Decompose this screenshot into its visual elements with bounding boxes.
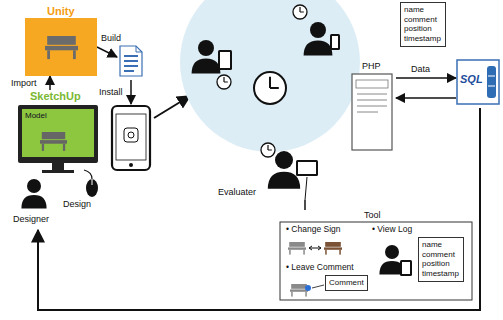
data-return-arrow bbox=[396, 97, 456, 99]
tablet-leader bbox=[305, 177, 307, 200]
build-arrow bbox=[97, 47, 117, 57]
php-server-document: PHP bbox=[348, 60, 396, 152]
comment-callout: Comment bbox=[325, 275, 368, 291]
edge-label: Import bbox=[10, 78, 38, 88]
build-label: Build bbox=[100, 33, 122, 43]
install-arrow bbox=[130, 80, 132, 104]
sql-database-icon: SQL bbox=[456, 56, 500, 108]
log-record-box: name comment position timestamp bbox=[418, 237, 464, 282]
import-arrow bbox=[49, 76, 51, 90]
data-send-arrow bbox=[396, 77, 456, 79]
node-title: name comment position timestamp bbox=[404, 5, 442, 43]
node-title: Evaluater bbox=[218, 187, 256, 197]
smartphone-icon bbox=[112, 106, 150, 170]
node-title: name comment position timestamp bbox=[422, 240, 460, 278]
node-text: • Change Sign bbox=[286, 225, 341, 235]
design-label: Design bbox=[62, 199, 92, 209]
designer-label: Designer bbox=[12, 214, 50, 224]
edge-label: Data bbox=[410, 64, 431, 74]
tool-panel: Tool • Change Sign • View Log • Leave Comme… bbox=[280, 210, 472, 300]
distribute-arrow bbox=[154, 96, 190, 118]
node-title: SketchUp bbox=[30, 90, 81, 103]
php-server-document-drawing bbox=[348, 60, 396, 152]
node-title: Tool bbox=[364, 210, 381, 220]
build-document-icon bbox=[120, 46, 142, 76]
node-title: SQL bbox=[460, 73, 483, 86]
node-text: • View Log bbox=[372, 225, 412, 235]
evaluation-area-circle-drawing bbox=[178, 0, 362, 200]
node-title: Unity bbox=[47, 5, 75, 18]
tool-callout-line bbox=[304, 200, 306, 210]
node-text: Model bbox=[25, 111, 47, 120]
evaluation-area-circle: Evaluater bbox=[178, 0, 362, 200]
node-title: PHP bbox=[362, 61, 381, 71]
node-text: • Leave Comment bbox=[286, 263, 354, 273]
node-title: Comment bbox=[329, 278, 364, 288]
data-record-box: name comment position timestamp bbox=[400, 2, 446, 47]
install-label: Install bbox=[98, 87, 124, 97]
unity-box: Unity bbox=[25, 4, 97, 76]
